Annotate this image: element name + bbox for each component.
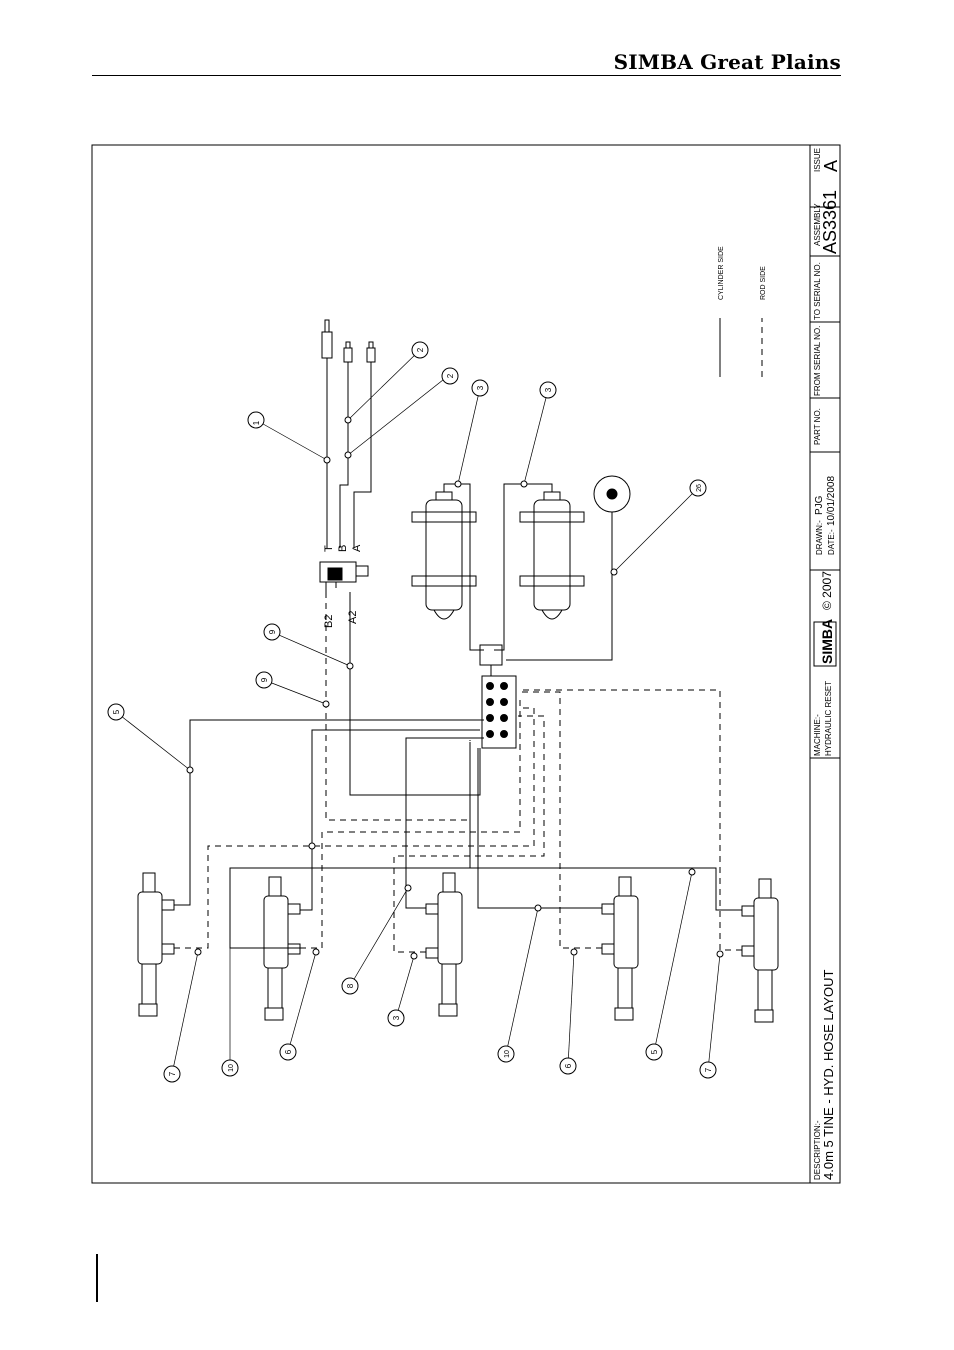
date-label: DATE:- <box>827 529 836 555</box>
callout-6b-text: 6 <box>564 1063 573 1068</box>
coupler-t <box>322 320 332 372</box>
machine-label: MACHINE:- <box>813 714 822 756</box>
accumulator-hoses <box>444 484 612 660</box>
callout-6a-text: 6 <box>284 1049 293 1054</box>
callout-5b: 5 <box>646 1044 662 1060</box>
port-t-label: T <box>323 545 335 552</box>
callout-8: 8 <box>342 978 358 994</box>
cylinder-1 <box>138 873 174 1016</box>
part-no-label: PART NO. <box>813 408 822 445</box>
coupler-a <box>367 342 375 372</box>
callout-7b: 7 <box>700 1062 716 1078</box>
control-valve <box>320 562 368 592</box>
legend-rod-side: ROD SIDE <box>760 266 767 377</box>
rod-side-hoses <box>174 690 742 952</box>
callout-6a: 6 <box>280 1044 296 1060</box>
drawing-frame <box>92 145 840 1183</box>
callout-26: 26 <box>690 480 706 496</box>
description-text: 4.0m 5 TINE - HYD. HOSE LAYOUT <box>821 969 836 1180</box>
callout-7a: 7 <box>164 1066 180 1082</box>
assembly-text: AS3361 <box>820 190 840 254</box>
callout-3c-text: 3 <box>392 1015 401 1020</box>
legend-cylinder-side: CYLINDER SIDE <box>718 246 725 377</box>
callout-3b: 3 <box>540 382 556 398</box>
pressure-gauge <box>594 476 630 512</box>
callout-3a: 3 <box>472 380 488 396</box>
callout-1-text: 1 <box>252 420 261 425</box>
port-a-label: A <box>351 544 363 552</box>
port-a2-label: A2 <box>347 611 359 624</box>
port-b2-label: B2 <box>323 615 335 628</box>
logo-text: SIMBA <box>819 619 835 664</box>
callout-10a-text: 10 <box>228 1064 235 1072</box>
callout-7b-text: 7 <box>704 1067 713 1072</box>
callout-10a: 10 <box>222 1060 238 1076</box>
callout-6b: 6 <box>560 1058 576 1074</box>
from-serial-label: FROM SERIAL NO. <box>813 326 822 396</box>
accumulator-1 <box>412 492 476 619</box>
drawn-text: PJG <box>814 495 825 515</box>
callout-3c: 3 <box>388 1010 404 1026</box>
to-serial-label: TO SERIAL NO. <box>813 262 822 320</box>
drawn-label: DRAWN:- <box>815 520 824 555</box>
legend-cylinder-label: CYLINDER SIDE <box>718 246 725 300</box>
callout-2a: 2 <box>412 342 428 358</box>
accumulator-2 <box>520 492 584 619</box>
supply-hoses <box>327 372 371 548</box>
port-b-label: B <box>337 545 349 552</box>
callout-10b-text: 10 <box>504 1050 511 1058</box>
callout-2b-text: 2 <box>446 373 455 378</box>
callout-1: 1 <box>248 412 264 428</box>
legend-rod-label: ROD SIDE <box>760 266 767 300</box>
callout-3a-text: 3 <box>476 385 485 390</box>
copyright-text: © 2007 <box>820 571 834 610</box>
valve-to-manifold <box>326 592 480 820</box>
callout-9b-text: 9 <box>260 677 269 682</box>
callout-5a: 5 <box>108 704 124 720</box>
callout-2a-text: 2 <box>416 347 425 352</box>
machine-text: HYDRAULIC RESET <box>824 681 833 756</box>
cylinder-side-hoses <box>174 720 742 948</box>
callout-26-text: 26 <box>696 484 703 492</box>
callout-5b-text: 5 <box>650 1049 659 1054</box>
callout-9a-text: 9 <box>268 629 277 634</box>
date-text: 10/01/2008 <box>826 476 837 526</box>
cylinder-3 <box>426 873 462 1016</box>
callout-7a-text: 7 <box>168 1071 177 1076</box>
cylinder-4 <box>602 877 638 1020</box>
callout-5a-text: 5 <box>112 709 121 714</box>
callout-2b: 2 <box>442 368 458 384</box>
issue-text: A <box>821 160 841 172</box>
callout-10b: 10 <box>498 1046 514 1062</box>
callout-3b-text: 3 <box>544 387 553 392</box>
simba-logo: SIMBA <box>814 619 836 666</box>
leader-lines <box>116 350 720 1074</box>
callout-9a: 9 <box>264 624 280 640</box>
cylinder-5 <box>742 879 778 1022</box>
coupler-b <box>344 342 352 372</box>
callout-8-text: 8 <box>346 983 355 988</box>
callout-9b: 9 <box>256 672 272 688</box>
